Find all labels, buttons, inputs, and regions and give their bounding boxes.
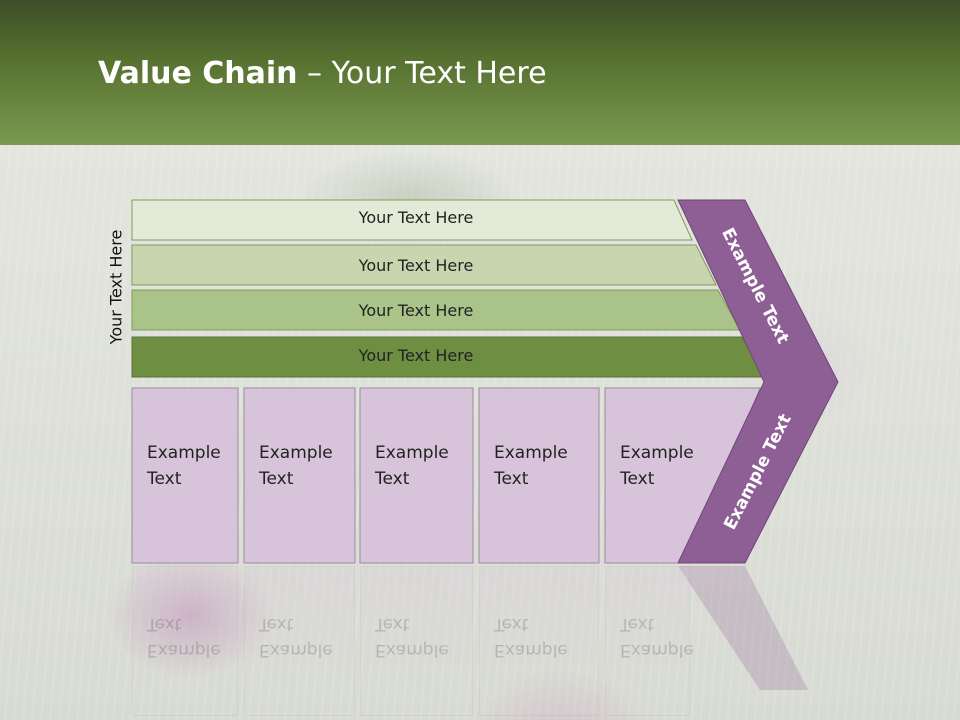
box-1 xyxy=(131,387,239,564)
title-rest: – Your Text Here xyxy=(297,56,547,91)
box-2-line2: Text xyxy=(259,469,294,489)
box-5-line2: Text xyxy=(620,469,655,489)
row-bar-1 xyxy=(131,199,693,241)
box-4-line2: Text xyxy=(494,469,529,489)
box-3 xyxy=(359,387,474,564)
chevron-reflection xyxy=(678,566,808,690)
box-4-line1: Example xyxy=(494,443,568,463)
box-1-line1: Example xyxy=(147,443,221,463)
row-label-1: Your Text Here xyxy=(358,208,474,227)
box-1-line2: Text xyxy=(147,469,182,489)
box-2 xyxy=(243,387,356,564)
row-label-3: Your Text Here xyxy=(358,301,474,320)
box-5-line1: Example xyxy=(620,443,694,463)
slide-title: Value Chain – Your Text Here xyxy=(98,54,547,94)
row-label-4: Your Text Here xyxy=(358,346,474,365)
row-label-2: Your Text Here xyxy=(358,256,474,275)
box-2-line1: Example xyxy=(259,443,333,463)
title-bold: Value Chain xyxy=(98,56,298,91)
header-band xyxy=(0,0,960,145)
chevron-arrow xyxy=(677,199,839,564)
side-label: Your Text Here xyxy=(106,229,126,345)
box-4 xyxy=(478,387,600,564)
box-3-line2: Text xyxy=(375,469,410,489)
box-3-line1: Example xyxy=(375,443,449,463)
row-bar-2 xyxy=(131,244,717,286)
